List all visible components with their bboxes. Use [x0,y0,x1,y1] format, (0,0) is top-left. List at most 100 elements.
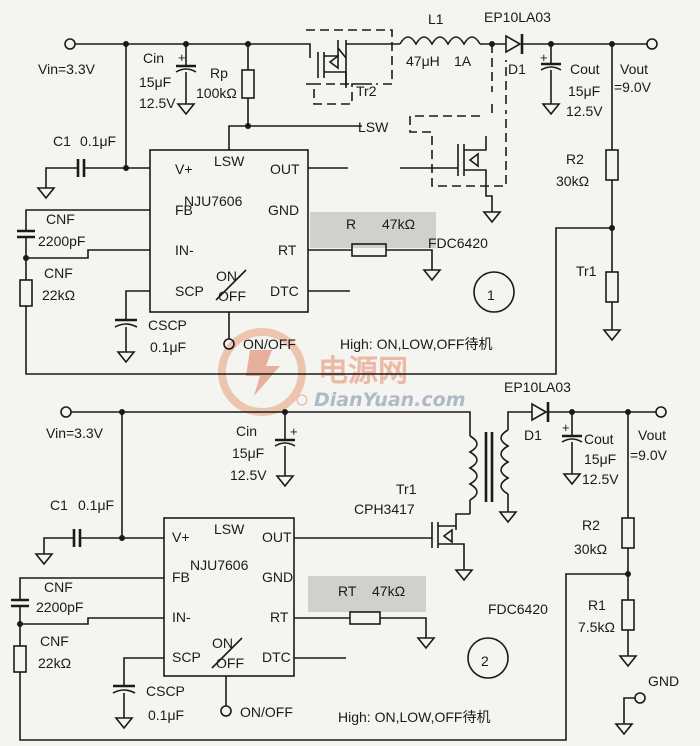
c1-cscp-value: 0.1μF [150,339,186,355]
c1-vout-terminal [646,38,658,50]
c2-cin-voltage: 12.5V [230,467,267,483]
c1-rp-name: Rp [210,65,228,81]
c1-tr1-label: Tr1 [576,263,597,279]
c2-vout-value: =9.0V [630,447,668,463]
c2-cscp-name: CSCP [146,683,185,699]
c2-cin-ground-icon [275,475,295,488]
c1-cscp-ground-icon [116,351,136,364]
c2-r2-value: 30kΩ [574,541,607,557]
c1-cout-value: 15μF [568,83,600,99]
c2-cnf-name: CNF [44,579,73,595]
c2-r2-resistor [621,517,635,549]
c1-pin-rt: RT [278,242,297,258]
c1-cnf-value: 2200pF [38,233,85,249]
c1-ic-name: NJU7606 [184,193,243,209]
c2-pin-fb: FB [172,569,190,585]
c2-ic-name: NJU7606 [190,557,249,573]
c2-cin-value: 15μF [232,445,264,461]
c1-pin-gnd: GND [268,202,299,218]
c1-number-circle [473,271,515,313]
c2-cscp-value: 0.1μF [148,707,184,723]
c2-c1cap-name: C1 [50,497,68,513]
c2-vout-terminal [655,406,667,418]
c2-rnf-name: CNF [40,633,69,649]
c1-r2-resistor [605,149,619,181]
c2-pin-dtc: DTC [262,649,291,665]
c2-pin-on: ON [212,635,233,651]
c2-rt-ground-icon [416,637,436,650]
c2-rnf-resistor [13,645,27,673]
c2-tr1-name: Tr1 [396,481,417,497]
c1-cout-name: Cout [570,61,600,77]
c1-fdc-ground-icon [482,211,502,224]
c1-rnf-name: CNF [44,265,73,281]
c2-rt-shade [308,576,426,612]
c2-number: 2 [481,653,489,669]
c1-tr1-ground-icon [602,329,622,342]
c2-gnd-label: GND [648,673,679,689]
c1-c1cap-value: 0.1μF [80,133,116,149]
c1-r-name: R [346,216,356,232]
c1-c1cap-name: C1 [53,133,71,149]
c2-note: High: ON,LOW,OFF待机 [338,709,490,725]
c2-cscp-ground-icon [114,717,134,730]
c2-number-circle [467,637,509,679]
c1-pin-off: OFF [218,288,246,304]
c1-cout-ground-icon [541,103,561,116]
c2-r1-ground-icon [618,655,638,668]
c1-rnf-value: 22kΩ [42,287,75,303]
c2-pin-lsw: LSW [214,521,245,537]
c1-cin-ground-icon [176,103,196,116]
c2-d1-diode-icon [531,402,548,422]
c2-diode-part: EP10LA03 [504,379,571,395]
c2-cout-ground-icon [562,473,582,486]
circuit-1: Vin=3.3V + Cin 15μF 12.5V Rp 100kΩ C1 [17,9,658,375]
c1-l1-name: L1 [428,11,444,27]
c1-pin-out: OUT [270,161,300,177]
c2-transformer-ground-icon [498,511,518,524]
c1-r2-value: 30kΩ [556,173,589,189]
c1-vout-name: Vout [620,61,648,77]
c2-vin-terminal [60,406,72,418]
c2-c1cap-ground-icon [34,553,54,566]
c2-rnf-value: 22kΩ [38,655,71,671]
c2-ic-body [163,517,295,677]
c2-cout-voltage: 12.5V [582,471,619,487]
c1-pin-inminus: IN- [175,242,194,258]
c2-vin-label: Vin=3.3V [46,425,104,441]
c1-vin-terminal [64,38,76,50]
c2-gnd-terminal [634,692,646,704]
watermark-cn: 电源网 [318,354,408,389]
c2-pin-out: OUT [262,529,292,545]
c1-d1-label: D1 [508,61,526,77]
c1-vin-label: Vin=3.3V [38,61,96,77]
c1-diode-part: EP10LA03 [484,9,551,25]
c1-rp-value: 100kΩ [196,85,237,101]
c2-pin-inminus: IN- [172,609,191,625]
c1-onoff-label: ON/OFF [243,336,296,352]
c2-cnf-value: 2200pF [36,599,83,615]
c1-tr1-resistor [605,271,619,303]
c1-pin-scp: SCP [175,283,204,299]
c1-tr2-label: Tr2 [356,83,377,99]
c2-rt-name: RT [338,583,357,599]
c2-r2-name: R2 [582,517,600,533]
svg-text:+: + [540,50,548,65]
c1-r-value: 47kΩ [382,216,415,232]
c2-tr1-part: CPH3417 [354,501,415,517]
watermark-en: DianYuan.com [314,389,466,411]
c1-pin-vplus: V+ [175,161,193,177]
c2-tr1-ground-icon [454,569,474,582]
c1-r-ground-icon [422,269,442,282]
c1-cnf-name: CNF [46,211,75,227]
c2-pin-scp: SCP [172,649,201,665]
c1-rp-resistor [241,69,255,99]
c1-c1cap-ground-icon [36,187,56,200]
c2-pin-vplus: V+ [172,529,190,545]
c1-number: 1 [487,287,495,303]
c2-onoff-terminal [220,705,232,717]
c2-vout-name: Vout [638,427,666,443]
c2-cin-name: Cin [236,423,257,439]
